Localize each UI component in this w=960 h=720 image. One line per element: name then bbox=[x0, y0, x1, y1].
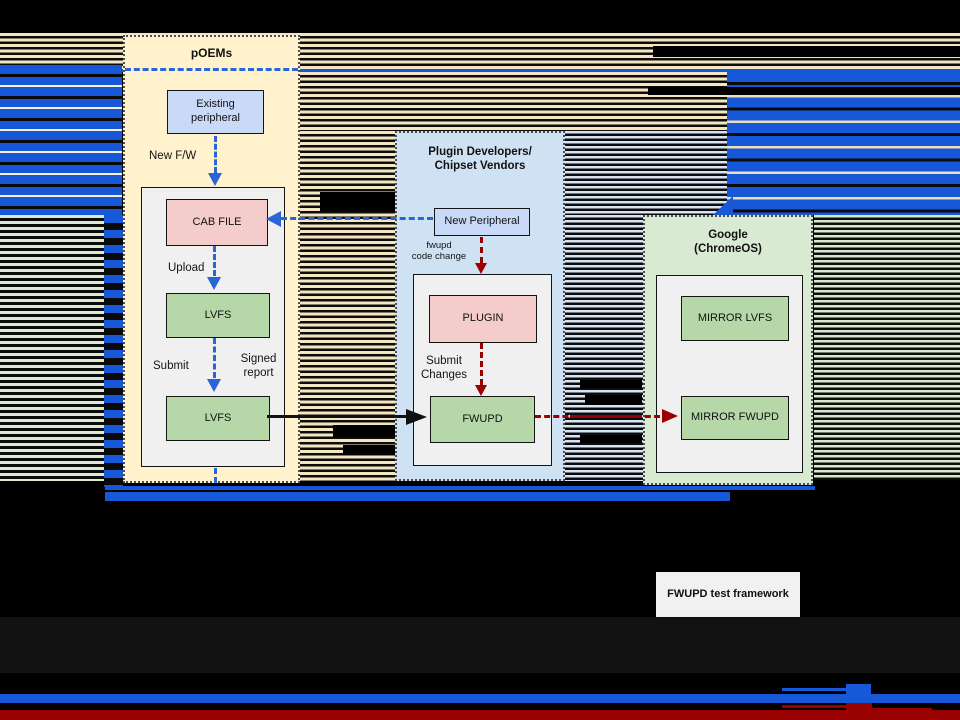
submit-changes-line1: Submit bbox=[426, 355, 462, 367]
cab-file-node[interactable]: CAB FILE bbox=[166, 199, 268, 246]
glitch-right-blue-stripes bbox=[727, 72, 960, 215]
glitch-black-chip-4 bbox=[580, 380, 642, 388]
plugin-inner-box: PLUGIN Submit Changes FWUPD bbox=[413, 274, 552, 466]
arrow-fwupd-to-mirror-solid bbox=[570, 415, 642, 418]
arrow-fwupd-to-mirror-head bbox=[662, 409, 678, 423]
google-inner-box: MIRROR LVFS MIRROR FWUPD bbox=[656, 275, 803, 473]
test-framework-label: FWUPD test framework bbox=[667, 587, 789, 600]
glitch-black-bar-top bbox=[653, 46, 960, 57]
glitch-blue-connector-line bbox=[782, 688, 847, 691]
glitch-blue-dash-column bbox=[104, 215, 123, 487]
fwupd-node-label: FWUPD bbox=[462, 412, 503, 425]
upload-label: Upload bbox=[168, 262, 205, 274]
poems-panel: pOEMs Existing peripheral New F/W CAB FI… bbox=[123, 35, 300, 483]
glitch-lightblue-stripes-top bbox=[565, 131, 727, 215]
glitch-red-connector-block bbox=[846, 703, 872, 718]
glitch-red-connector-line bbox=[782, 705, 847, 708]
glitch-left-blue-band bbox=[0, 65, 122, 215]
glitch-left-tan-column bbox=[300, 131, 395, 481]
arrow-upload-line bbox=[213, 246, 216, 276]
arrow-submit-changes-line bbox=[480, 343, 483, 385]
glitch-blue-connector-block bbox=[846, 684, 871, 702]
glitch-gray-band bbox=[0, 617, 960, 673]
glitch-black-chip-1 bbox=[320, 192, 395, 212]
glitch-blue-line bbox=[0, 69, 960, 72]
cab-file-label: CAB FILE bbox=[192, 215, 242, 228]
arrow-submit-line bbox=[213, 338, 216, 378]
mirror-fwupd-label: MIRROR FWUPD bbox=[691, 411, 779, 424]
glitch-green-stripes-right bbox=[814, 215, 960, 480]
lvfs-top-node[interactable]: LVFS bbox=[166, 293, 270, 338]
glitch-red-footer-band bbox=[0, 710, 960, 720]
test-framework-box[interactable]: FWUPD test framework bbox=[656, 572, 800, 617]
arrow-lvfs-to-fwupd-head bbox=[406, 409, 427, 425]
lvfs-bottom-label: LVFS bbox=[204, 411, 232, 424]
plugin-panel-title-line1: Plugin Developers/ bbox=[428, 146, 532, 158]
lvfs-bottom-node[interactable]: LVFS bbox=[166, 396, 270, 441]
plugin-node[interactable]: PLUGIN bbox=[429, 295, 537, 343]
glitch-mid-tan-stripes bbox=[300, 72, 727, 131]
glitch-left-green-stripes bbox=[0, 215, 104, 481]
glitch-black-chip-3 bbox=[343, 445, 395, 455]
lvfs-top-label: LVFS bbox=[204, 308, 232, 321]
arrow-new-fw-head bbox=[208, 173, 222, 186]
arrow-newperipheral-to-cabfile-head bbox=[266, 211, 281, 227]
mirror-lvfs-label: MIRROR LVFS bbox=[697, 311, 773, 324]
poems-inner-box: CAB FILE Upload LVFS Submit Signed repor… bbox=[141, 187, 285, 467]
submit-label: Submit bbox=[153, 360, 189, 372]
arrow-code-change-head bbox=[475, 263, 487, 274]
glitch-blue-band-bottom bbox=[105, 492, 730, 501]
mirror-fwupd-node[interactable]: MIRROR FWUPD bbox=[681, 396, 789, 440]
google-panel: Google (ChromeOS) MIRROR LVFS MIRROR FWU… bbox=[643, 215, 813, 485]
glitch-blue-underline bbox=[105, 486, 815, 490]
arrow-new-fw-line bbox=[214, 136, 217, 173]
new-fw-label: New F/W bbox=[149, 150, 197, 162]
glitch-red-step-line bbox=[872, 708, 932, 711]
glitch-black-chip-2 bbox=[333, 425, 395, 437]
google-panel-title-line2: (ChromeOS) bbox=[694, 243, 762, 256]
submit-changes-line2: Changes bbox=[420, 368, 468, 381]
glitch-black-bar-mid bbox=[648, 87, 960, 95]
fwupd-code-change-line1: fwupd bbox=[426, 240, 452, 251]
plugin-node-label: PLUGIN bbox=[462, 312, 504, 325]
arrow-submit-changes-head bbox=[475, 385, 487, 396]
fwupd-code-change-line2: code change bbox=[411, 251, 467, 263]
mirror-lvfs-node[interactable]: MIRROR LVFS bbox=[681, 296, 789, 341]
poems-dashed-divider bbox=[125, 68, 298, 71]
arrow-upload-head bbox=[207, 277, 221, 290]
existing-peripheral-node[interactable]: Existing peripheral bbox=[167, 90, 264, 134]
signed-report-label: Signed report bbox=[240, 353, 277, 379]
poems-exit-dash bbox=[214, 468, 217, 483]
new-peripheral-node[interactable]: New Peripheral bbox=[434, 208, 530, 236]
google-panel-title-line1: Google bbox=[708, 229, 748, 241]
arrow-submit-head bbox=[207, 379, 221, 392]
new-peripheral-label: New Peripheral bbox=[444, 215, 520, 228]
plugin-panel: Plugin Developers/ Chipset Vendors New P… bbox=[395, 131, 565, 481]
existing-peripheral-label: Existing peripheral bbox=[191, 98, 240, 124]
fwupd-node[interactable]: FWUPD bbox=[430, 396, 535, 443]
glitch-blue-footer-band bbox=[0, 694, 960, 703]
arrow-code-change-line bbox=[480, 237, 483, 263]
glitch-black-chip-6 bbox=[580, 435, 642, 443]
poems-panel-title: pOEMs bbox=[190, 46, 233, 60]
plugin-panel-title-line2: Chipset Vendors bbox=[434, 160, 526, 173]
glitch-black-chip-5 bbox=[585, 395, 642, 405]
arrow-lvfs-to-fwupd-line bbox=[267, 415, 408, 418]
arrow-newperipheral-to-cabfile-line bbox=[281, 217, 433, 220]
